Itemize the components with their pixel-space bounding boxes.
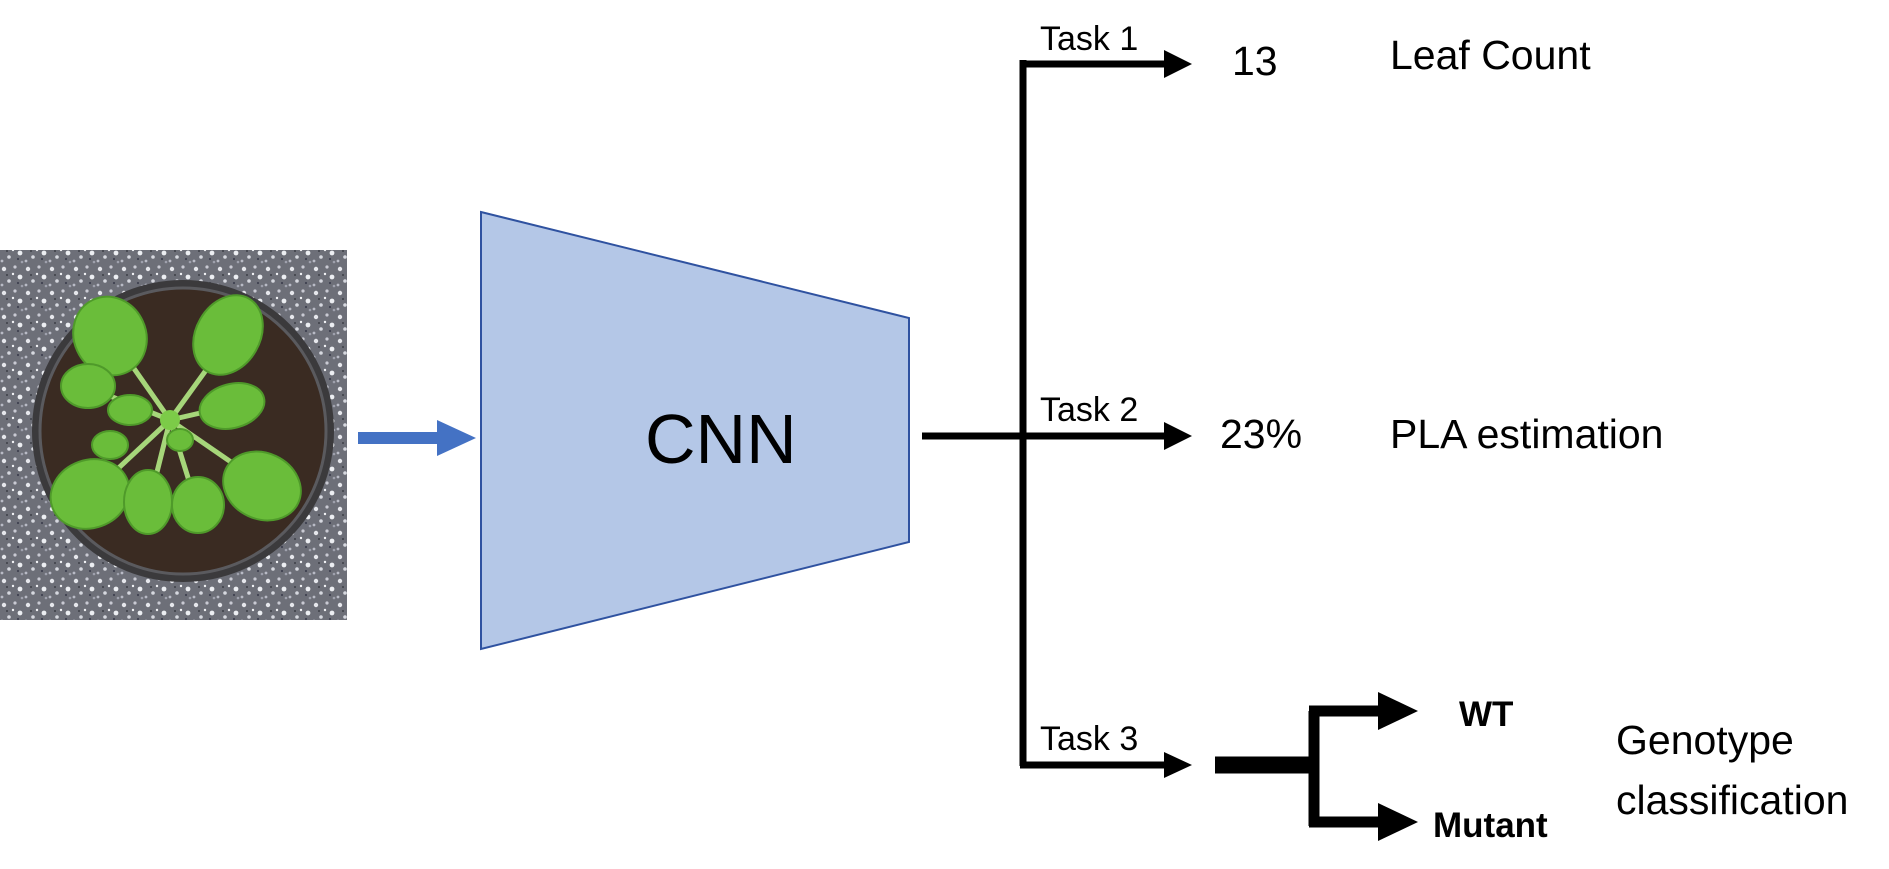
task2-arrowhead [1164,422,1192,450]
genotype-output-label-line1: Genotype [1616,717,1794,763]
task1-label: Task 1 [1040,20,1139,58]
pla-value: 23% [1220,411,1303,457]
wt-arrowhead [1378,692,1418,730]
task1-arrowhead [1164,50,1192,78]
cnn-block [480,210,910,651]
pla-output-label: PLA estimation [1390,411,1664,457]
task3-label: Task 3 [1040,720,1139,758]
rosette-plant-photo [0,250,347,620]
mutant-arrowhead [1378,803,1418,841]
leaf-count-value: 13 [1232,38,1278,84]
task3-arrowhead [1164,752,1192,778]
output-connector [922,60,1385,828]
cnn-label: CNN [645,400,797,478]
task2-label: Task 2 [1040,391,1139,429]
wt-class-label: WT [1459,695,1514,734]
input-arrow [358,420,476,456]
input-arrow-shaft [358,432,440,444]
input-arrow-head [437,420,476,456]
mutant-class-label: Mutant [1433,806,1548,845]
leaf-count-output-label: Leaf Count [1390,32,1591,78]
genotype-output-label-line2: classification [1616,777,1849,823]
